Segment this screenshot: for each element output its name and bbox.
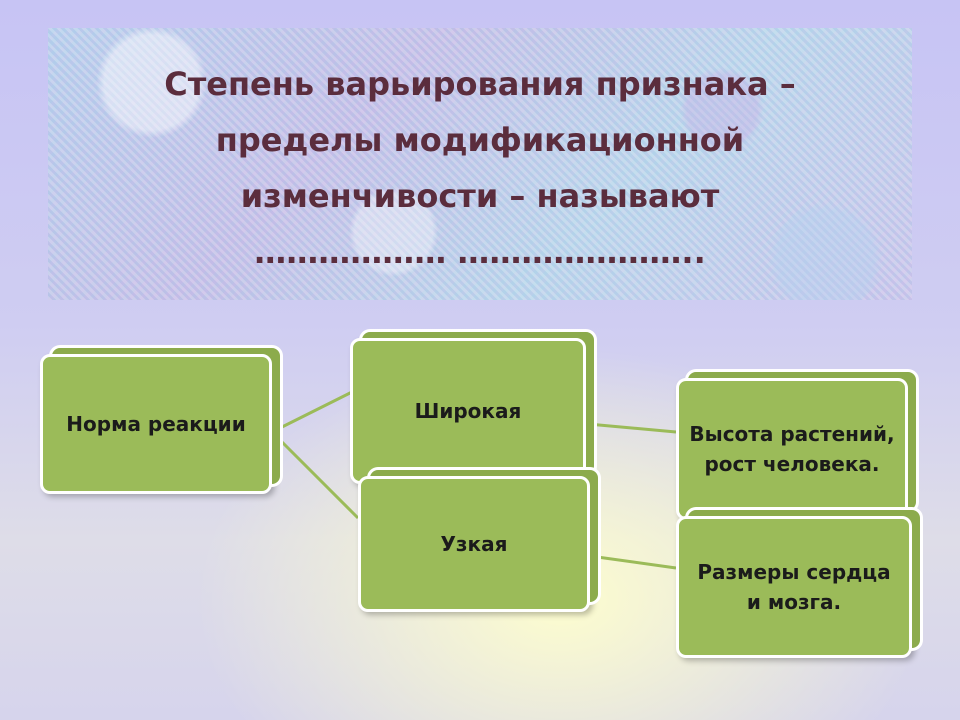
node-narrow-label: Узкая [440,532,508,556]
title-line-4: ……………… ………………….. [254,233,706,271]
node-narrow[interactable]: Узкая [358,476,590,612]
connector-root-narrow [270,430,360,520]
connector-root-wide [271,390,353,434]
title-line-1: Степень варьирования признака – [164,65,796,103]
connector-narrow-example [589,554,677,570]
title-line-2: пределы модификационной [215,121,745,159]
node-wide-example-label: Высота растений, рост человека. [689,422,895,476]
slide-title: Степень варьирования признака – пределы … [48,56,912,280]
node-reaction-norm-label: Норма реакции [66,412,246,436]
title-panel [48,28,912,300]
node-wide-label: Широкая [414,399,522,423]
node-wide[interactable]: Широкая [350,338,586,484]
title-line-3: изменчивости – называют [240,177,720,215]
node-wide-example[interactable]: Высота растений, рост человека. [676,378,908,520]
node-narrow-example[interactable]: Размеры сердца и мозга. [676,516,912,658]
connector-wide-example [587,422,677,434]
node-reaction-norm[interactable]: Норма реакции [40,354,272,494]
node-narrow-example-label: Размеры сердца и мозга. [697,560,891,614]
